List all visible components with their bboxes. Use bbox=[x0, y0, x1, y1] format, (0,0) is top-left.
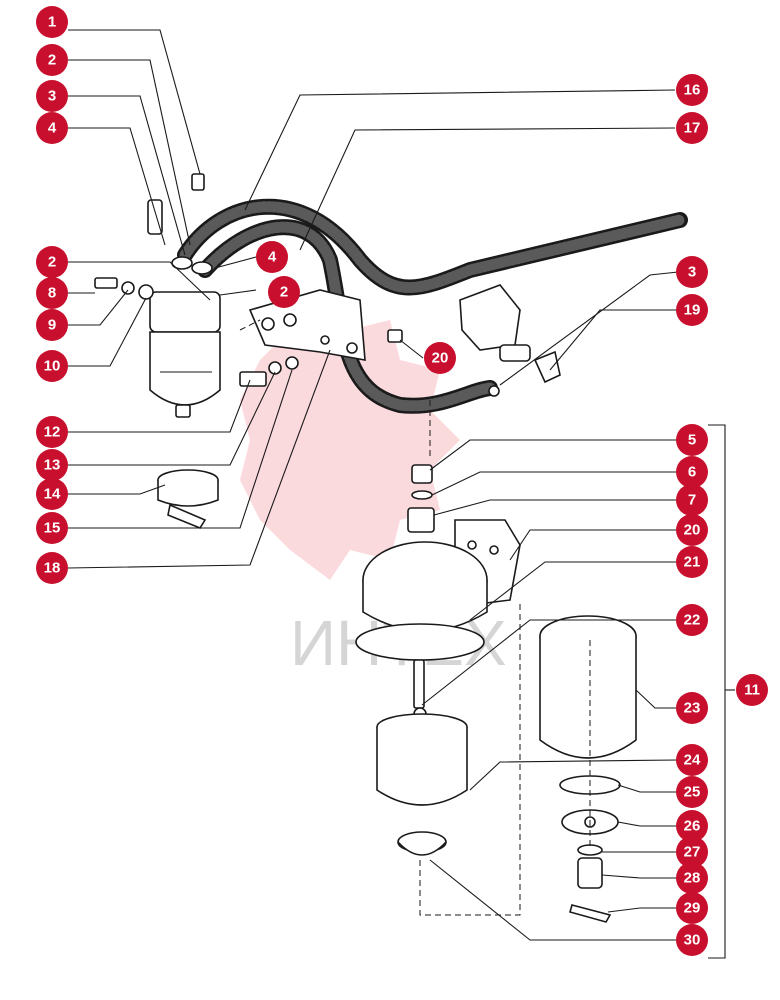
svg-text:4: 4 bbox=[268, 249, 277, 266]
svg-text:23: 23 bbox=[684, 700, 701, 717]
svg-text:2: 2 bbox=[48, 254, 56, 271]
callout-1: 1 bbox=[36, 6, 68, 38]
callout-24: 24 bbox=[676, 744, 708, 776]
fuel-hoses bbox=[177, 198, 688, 414]
callout-30: 30 bbox=[676, 924, 708, 956]
callout-8: 8 bbox=[36, 277, 68, 309]
svg-text:19: 19 bbox=[684, 302, 701, 319]
callout-18: 18 bbox=[36, 552, 68, 584]
callout-23: 23 bbox=[676, 692, 708, 724]
callout-7: 7 bbox=[676, 484, 708, 516]
lower-filter-assembly bbox=[355, 464, 637, 923]
callout-10: 10 bbox=[36, 350, 68, 382]
callout-4: 4 bbox=[36, 112, 68, 144]
callout-17: 17 bbox=[676, 112, 708, 144]
svg-text:9: 9 bbox=[48, 317, 56, 334]
svg-text:22: 22 bbox=[684, 612, 701, 629]
svg-text:20: 20 bbox=[432, 350, 449, 367]
callout-5: 5 bbox=[676, 424, 708, 456]
svg-text:1: 1 bbox=[48, 14, 56, 31]
callout-2b: 2 bbox=[36, 246, 68, 278]
callout-2c: 2 bbox=[268, 276, 300, 308]
svg-text:2: 2 bbox=[280, 284, 288, 301]
svg-text:10: 10 bbox=[44, 358, 61, 375]
upper-filter-assembly bbox=[94, 173, 561, 418]
svg-text:16: 16 bbox=[684, 82, 701, 99]
svg-text:28: 28 bbox=[684, 870, 701, 887]
svg-text:26: 26 bbox=[684, 818, 701, 835]
callout-20: 20 bbox=[424, 342, 456, 374]
callout-11: 11 bbox=[736, 674, 768, 706]
svg-text:15: 15 bbox=[44, 520, 61, 537]
callout-28: 28 bbox=[676, 862, 708, 894]
svg-text:24: 24 bbox=[684, 752, 701, 769]
svg-text:25: 25 bbox=[684, 784, 701, 801]
callout-2: 2 bbox=[36, 44, 68, 76]
callout-21: 21 bbox=[676, 546, 708, 578]
svg-text:27: 27 bbox=[684, 844, 701, 861]
filter-bowl-clamp bbox=[157, 469, 219, 529]
svg-text:4: 4 bbox=[48, 120, 57, 137]
callout-29: 29 bbox=[676, 892, 708, 924]
callout-27: 27 bbox=[676, 836, 708, 868]
svg-text:7: 7 bbox=[688, 492, 696, 509]
svg-text:5: 5 bbox=[688, 432, 696, 449]
svg-text:8: 8 bbox=[48, 285, 56, 302]
svg-text:30: 30 bbox=[684, 932, 701, 949]
svg-text:29: 29 bbox=[684, 900, 701, 917]
callout-22: 22 bbox=[676, 604, 708, 636]
callout-20b: 20 bbox=[676, 514, 708, 546]
svg-text:3: 3 bbox=[48, 88, 56, 105]
callout-13: 13 bbox=[36, 449, 68, 481]
svg-text:21: 21 bbox=[684, 554, 701, 571]
svg-text:2: 2 bbox=[48, 52, 56, 69]
callout-6: 6 bbox=[676, 456, 708, 488]
svg-text:11: 11 bbox=[744, 682, 760, 699]
svg-text:18: 18 bbox=[44, 560, 61, 577]
alignment-dashes bbox=[239, 319, 591, 916]
svg-text:6: 6 bbox=[688, 464, 696, 481]
svg-text:13: 13 bbox=[44, 457, 61, 474]
callout-3b: 3 bbox=[676, 256, 708, 288]
callout-9: 9 bbox=[36, 309, 68, 341]
svg-text:20: 20 bbox=[684, 522, 701, 539]
callout-15: 15 bbox=[36, 512, 68, 544]
svg-text:17: 17 bbox=[684, 120, 701, 137]
callout-4b: 4 bbox=[256, 241, 288, 273]
callout-3: 3 bbox=[36, 80, 68, 112]
svg-text:14: 14 bbox=[44, 486, 61, 503]
group-bracket-11 bbox=[708, 424, 726, 959]
callout-14: 14 bbox=[36, 478, 68, 510]
callout-25: 25 bbox=[676, 776, 708, 808]
callout-26: 26 bbox=[676, 810, 708, 842]
leader-lines bbox=[67, 29, 679, 941]
callout-19: 19 bbox=[676, 294, 708, 326]
svg-text:12: 12 bbox=[44, 424, 61, 441]
svg-text:3: 3 bbox=[688, 264, 696, 281]
callout-16: 16 bbox=[676, 74, 708, 106]
callout-12: 12 bbox=[36, 416, 68, 448]
